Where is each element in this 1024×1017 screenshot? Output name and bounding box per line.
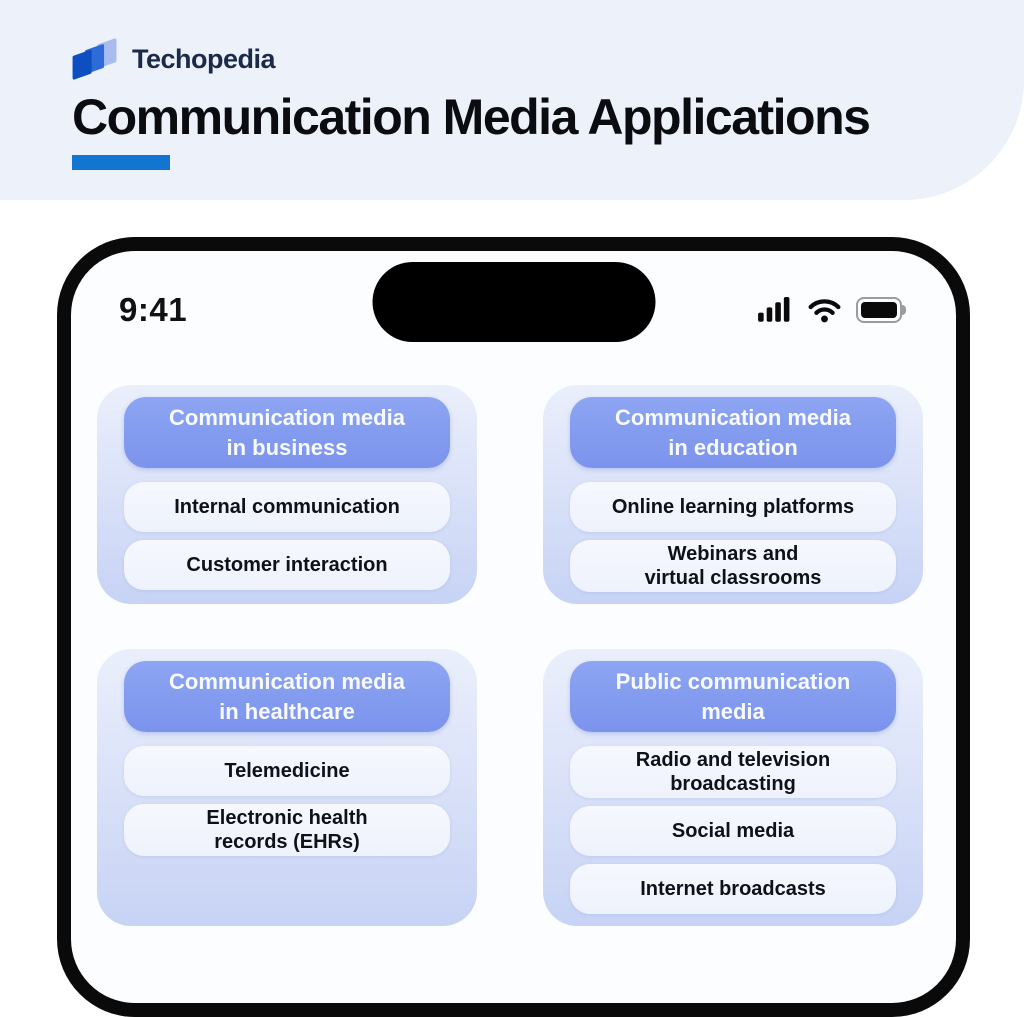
- card-education-item: Webinars and virtual classrooms: [570, 540, 896, 592]
- phone-frame: 9:41: [57, 237, 970, 1017]
- card-healthcare-item: Electronic health records (EHRs): [124, 804, 450, 856]
- title-accent-bar: [72, 155, 170, 170]
- phone-screen: 9:41: [71, 251, 956, 1003]
- card-education-item: Online learning platforms: [570, 482, 896, 532]
- card-education-header: Communication media in education: [570, 397, 896, 468]
- brand-row: Techopedia: [72, 38, 1024, 80]
- card-public: Public communication media Radio and tel…: [543, 649, 923, 926]
- card-education: Communication media in education Online …: [543, 385, 923, 604]
- card-healthcare-header: Communication media in healthcare: [124, 661, 450, 732]
- battery-icon: [856, 297, 908, 323]
- card-public-item: Internet broadcasts: [570, 864, 896, 914]
- card-public-header: Public communication media: [570, 661, 896, 732]
- page-title: Communication Media Applications: [72, 89, 871, 145]
- header-band: Techopedia Communication Media Applicati…: [0, 0, 1024, 200]
- card-healthcare-item: Telemedicine: [124, 746, 450, 796]
- card-public-item: Radio and television broadcasting: [570, 746, 896, 798]
- card-public-item: Social media: [570, 806, 896, 856]
- signal-icon: [758, 297, 790, 322]
- wifi-icon: [808, 298, 841, 322]
- card-business-item: Customer interaction: [124, 540, 450, 590]
- status-icons: [757, 297, 908, 323]
- techopedia-logo-icon: [72, 38, 117, 80]
- cards-grid: Communication media in business Internal…: [71, 355, 956, 926]
- status-bar: 9:41: [71, 251, 956, 355]
- status-time: 9:41: [119, 291, 188, 328]
- card-business: Communication media in business Internal…: [97, 385, 477, 604]
- brand-name: Techopedia: [132, 43, 276, 74]
- card-healthcare: Communication media in healthcare Teleme…: [97, 649, 477, 926]
- card-business-header: Communication media in business: [124, 397, 450, 468]
- dynamic-island-notch: [372, 262, 655, 342]
- card-business-item: Internal communication: [124, 482, 450, 532]
